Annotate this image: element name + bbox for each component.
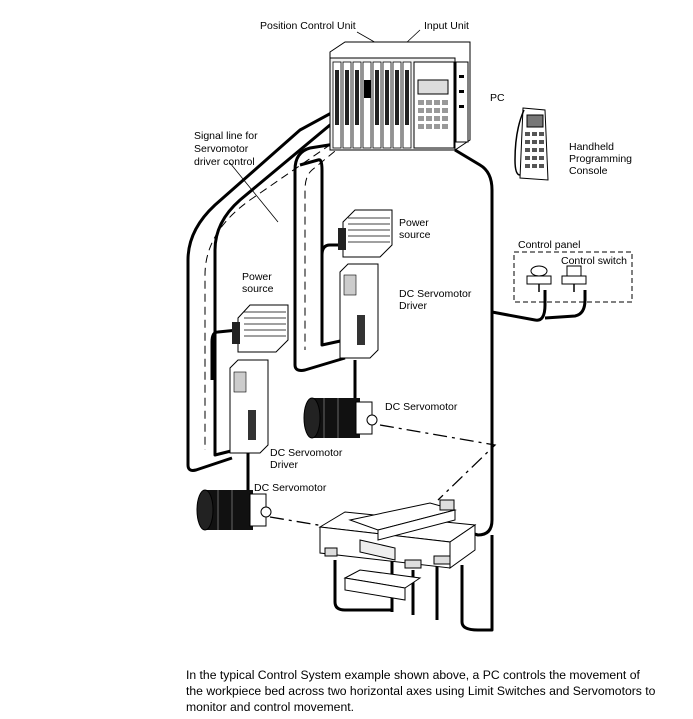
signal-line-label-1: Signal line for: [194, 130, 258, 142]
position-control-unit-rack: [329, 41, 471, 151]
caption: In the typical Control System example sh…: [186, 668, 656, 714]
motor-upper-label: DC Servomotor: [385, 401, 458, 413]
servomotor-driver-upper: [339, 263, 379, 359]
pc-label: PC: [490, 92, 505, 104]
control-switch-label: Control switch: [561, 255, 627, 267]
handheld-console-label-3: Console: [569, 165, 608, 177]
diagram-labels: Position Control Unit Input Unit PC Sign…: [194, 20, 632, 494]
axis-lines: [269, 424, 497, 528]
handheld-console-label-2: Programming: [569, 153, 632, 165]
servomotor-driver-lower: [229, 359, 269, 454]
position-control-unit-label: Position Control Unit: [260, 20, 356, 32]
power-source-lower-label-2: source: [242, 283, 274, 295]
xy-table: [318, 499, 477, 601]
handheld-programming-console: [514, 107, 549, 181]
handheld-console-label-1: Handheld: [569, 141, 614, 153]
driver-lower-label-2: Driver: [270, 459, 299, 471]
power-source-upper-label-2: source: [399, 229, 431, 241]
driver-lower-label-1: DC Servomotor: [270, 447, 343, 459]
signal-line-dashed: [204, 99, 396, 450]
motor-lower-label: DC Servomotor: [254, 482, 327, 494]
control-panel-label: Control panel: [518, 239, 580, 251]
input-unit-label: Input Unit: [424, 20, 469, 32]
control-panel: [513, 251, 633, 303]
servomotor-upper: [303, 397, 378, 439]
power-source-lower-label-1: Power: [242, 271, 272, 283]
power-source-lower: [232, 304, 289, 353]
power-source-upper: [338, 209, 393, 258]
signal-line-label-3: driver control: [194, 156, 255, 168]
signal-line-label-2: Servomotor: [194, 143, 249, 155]
driver-upper-label-1: DC Servomotor: [399, 288, 472, 300]
servomotor-lower: [196, 489, 272, 531]
power-source-upper-label-1: Power: [399, 217, 429, 229]
driver-upper-label-2: Driver: [399, 300, 428, 312]
